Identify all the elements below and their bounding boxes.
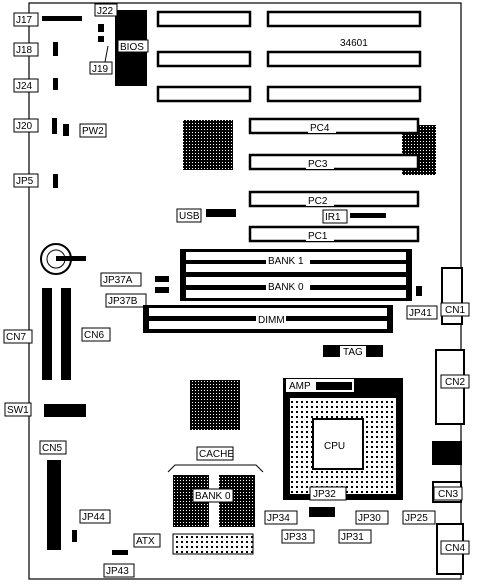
cn3-label: CN3 [438,489,458,500]
isa-slot [156,10,252,28]
jp44-label: JP44 [82,512,105,523]
jp37b-jumper [155,287,169,293]
isa-slot [266,85,422,103]
bios-label: BIOS [120,42,144,53]
j22-jumper [98,36,104,42]
pc4-label: PC4 [310,123,330,134]
jp34-label: JP34 [267,513,290,524]
j18-label: J18 [16,45,33,56]
cn7-header [42,288,52,380]
j19-label: J19 [92,64,109,75]
jp37a-jumper [155,276,169,282]
j20-label: J20 [16,121,33,132]
j19-label-box [89,61,113,75]
j22-label: J22 [97,6,114,17]
pc3-label: PC3 [308,159,328,170]
ir1-label: IR1 [325,212,341,223]
chipset-chip [190,380,240,430]
jp33-label: JP33 [284,532,307,543]
isa-slot [266,50,422,68]
j22-jumper [98,24,104,32]
battery-icon [40,243,86,275]
ir1-header [350,213,386,218]
dimm-label: DIMM [258,315,285,326]
board-id-label: 34601 [340,38,368,49]
tag-label: TAG [343,347,363,358]
jp41-label: JP41 [409,308,432,319]
cn2-label: CN2 [445,377,465,388]
j17-label: J17 [16,15,33,26]
jp43-label: JP43 [106,566,129,577]
jp25-label: JP25 [405,513,428,524]
isa-slot [156,85,252,103]
pc2-label: PC2 [308,196,328,207]
cn1-label: CN1 [445,305,465,316]
cn5-header [47,460,61,550]
usb-label: USB [179,211,200,222]
jp37a-label: JP37A [103,275,133,286]
j22-label-box [94,3,118,17]
jp5-label: JP5 [16,176,34,187]
cache-bank0-label: BANK 0 [195,491,231,502]
j24-label: J24 [16,81,33,92]
pc1-label: PC1 [308,231,328,242]
amp-label: AMP [289,381,311,392]
cn4-label: CN4 [445,543,465,554]
atx-label: ATX [136,536,155,547]
cn5-label: CN5 [42,443,62,454]
jumper-block [309,507,335,517]
cn6-label: CN6 [84,330,104,341]
atx-connector [172,533,254,555]
sw1-switch [44,404,86,417]
ps2-port [432,441,462,465]
cn6-header [61,288,71,380]
bank0-label: BANK 0 [268,282,304,293]
jp37b-label: JP37B [108,296,138,307]
isa-slot [156,50,252,68]
bank1-label: BANK 1 [268,256,304,267]
isa-slots [156,10,422,103]
jp32-label: JP32 [313,489,336,500]
left-headers: J17 J18 J24 J20 JP5 [13,12,82,188]
sw1-label: SW1 [7,405,29,416]
jp30-label: JP30 [358,513,381,524]
usb-header [206,209,236,217]
cpu-label: CPU [324,441,345,452]
cn7-label: CN7 [6,332,26,343]
pw2-label: PW2 [82,126,104,137]
jp31-label: JP31 [341,532,364,543]
chipset-chip [183,120,233,170]
cache-label: CACHE [199,449,234,460]
isa-slot [266,10,422,28]
bios-chip [115,10,149,86]
